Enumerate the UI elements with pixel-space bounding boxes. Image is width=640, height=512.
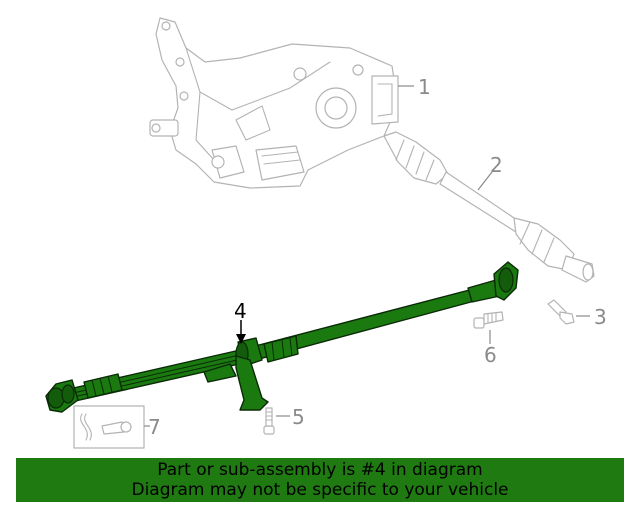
callout-3: 3 [594,305,607,329]
callout-7: 7 [148,415,161,439]
callout-1: 1 [418,75,431,99]
bolt-part-6[interactable] [473,311,504,329]
callout-2: 2 [490,153,503,177]
part-notice-banner: Part or sub-assembly is #4 in diagram Di… [16,458,624,502]
rear-differential-part-1[interactable] [149,17,399,189]
bolt-kit-part-7[interactable] [73,405,145,449]
callout-4: 4 [234,299,247,323]
bolt-part-3[interactable] [547,299,575,325]
callout-5: 5 [292,405,305,429]
notice-line-2: Diagram may not be specific to your vehi… [131,480,509,500]
bolt-part-5[interactable] [263,407,275,435]
axle-shaft-part-2[interactable] [383,131,595,283]
notice-line-1: Part or sub-assembly is #4 in diagram [157,460,483,480]
drive-shaft-part-4[interactable] [45,261,519,413]
callout-6: 6 [484,343,497,367]
